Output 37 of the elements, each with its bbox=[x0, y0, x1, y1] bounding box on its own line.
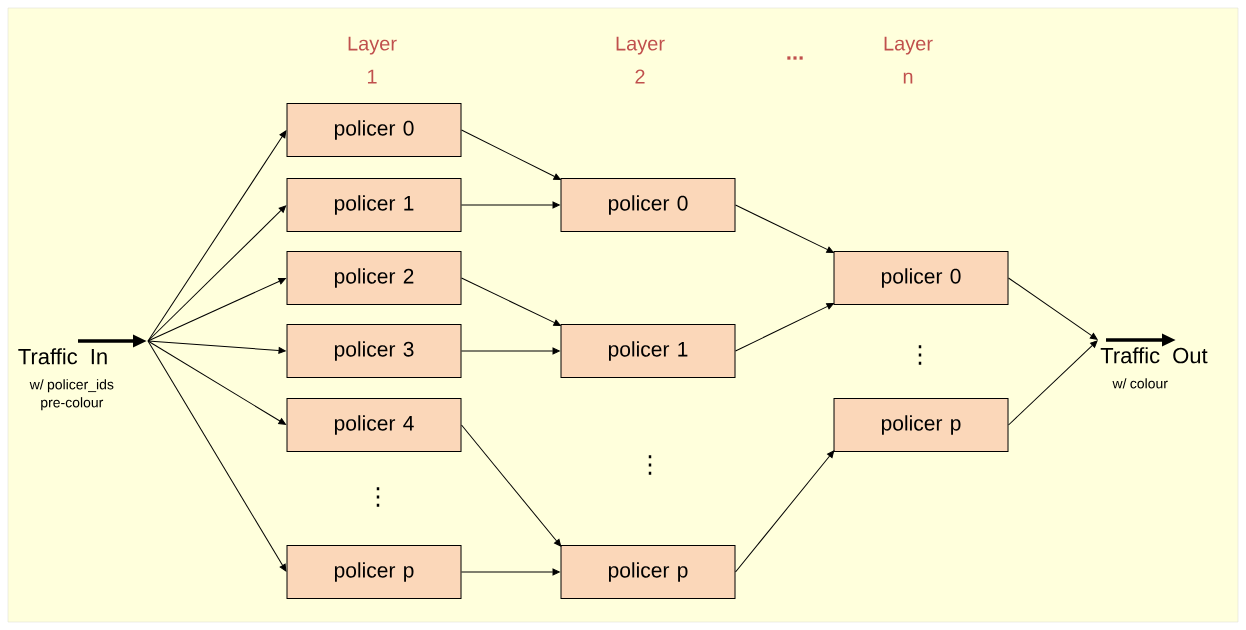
policer-box: policer 2 bbox=[286, 251, 462, 305]
policer-box: policer 0 bbox=[286, 103, 462, 157]
layer-label: Layer 2 bbox=[616, 36, 665, 84]
input-label: Traffic In w/ policer_ids pre-colour bbox=[18, 348, 114, 411]
arrow bbox=[461, 347, 560, 355]
arrow bbox=[461, 277, 561, 326]
arrow bbox=[461, 129, 561, 180]
policer-box: policer 1 bbox=[560, 324, 736, 378]
arrow bbox=[461, 201, 560, 209]
policer-box: policer 1 bbox=[286, 178, 462, 232]
arrow bbox=[147, 340, 286, 354]
arrow bbox=[1008, 277, 1098, 340]
layer-label: Layer n bbox=[884, 36, 933, 84]
layer-label: Layer 1 bbox=[348, 36, 397, 84]
policer-box: policer 0 bbox=[833, 251, 1009, 305]
policer-box: policer 0 bbox=[560, 178, 736, 232]
policer-box: policer 3 bbox=[286, 324, 462, 378]
arrow bbox=[1008, 340, 1098, 426]
arrow bbox=[461, 424, 562, 547]
policer-box: policer p bbox=[286, 545, 462, 599]
arrow bbox=[735, 450, 835, 573]
arrow bbox=[735, 303, 834, 352]
arrow bbox=[735, 204, 834, 253]
arrow bbox=[147, 340, 286, 425]
output-label: Traffic Out w/ colour bbox=[1100, 347, 1208, 389]
arrow bbox=[147, 340, 287, 572]
arrow bbox=[147, 205, 287, 342]
arrow bbox=[147, 130, 287, 342]
policer-box: policer 4 bbox=[286, 398, 462, 452]
policer-box: policer p bbox=[833, 398, 1009, 452]
policer-box: policer p bbox=[560, 545, 736, 599]
ellipsis: ⋮ bbox=[648, 455, 652, 475]
arrow bbox=[147, 278, 286, 342]
ellipsis: ... bbox=[787, 56, 803, 60]
ellipsis: ⋮ bbox=[918, 345, 922, 365]
ellipsis: ⋮ bbox=[376, 487, 380, 507]
arrow bbox=[461, 568, 560, 576]
